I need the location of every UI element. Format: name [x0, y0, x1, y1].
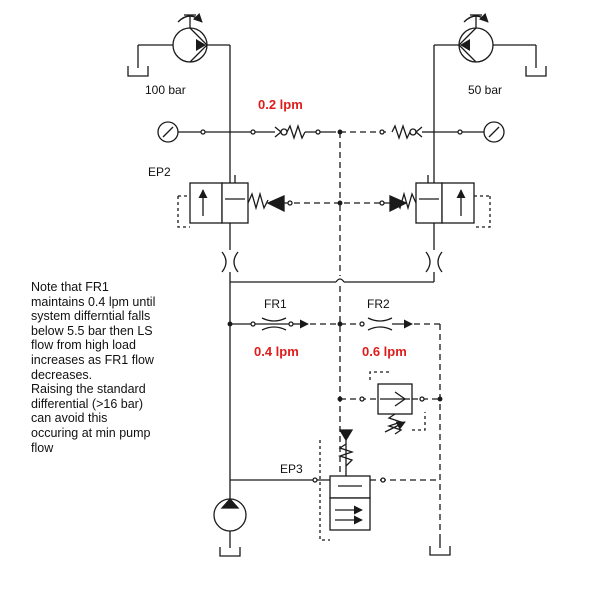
note-line: occuring at min pump: [31, 425, 151, 440]
tank-icon: [219, 547, 241, 557]
restrictor-label-fr2: FR2: [367, 297, 390, 311]
note-line: system differntial falls: [31, 309, 151, 324]
pressure-label-left: 100 bar: [145, 83, 186, 97]
note-line: increases as FR1 flow: [31, 352, 154, 367]
valve-ep2-right-icon: [389, 175, 491, 228]
note-line: Raising the standard: [31, 382, 146, 397]
restrictor-left-icon: [221, 251, 227, 273]
note-line: maintains 0.4 lpm until: [31, 294, 156, 309]
valve-label-ep3: EP3: [280, 462, 303, 476]
restrictor-label-fr1: FR1: [264, 297, 287, 311]
relief-valve-icon: [369, 371, 413, 435]
restrictor-fr2-icon: [367, 317, 393, 322]
note-line: can avoid this: [31, 411, 108, 426]
flow-label-fr1: 0.4 lpm: [254, 344, 299, 359]
orifice-flow-label: 0.2 lpm: [258, 97, 303, 112]
note-line: decreases.: [31, 367, 93, 382]
pressure-gauge-right-icon: [483, 121, 505, 143]
motor-left-icon: [127, 12, 208, 77]
tank-icon: [525, 66, 547, 77]
valve-ep3-icon: [319, 429, 371, 541]
note-line: flow: [31, 440, 54, 455]
note-line: differential (>16 bar): [31, 396, 143, 411]
note-line: flow from high load: [31, 338, 136, 353]
restrictor-fr1-icon: [261, 317, 287, 322]
check-valve-left-icon: [274, 123, 306, 141]
valve-label-ep2: EP2: [148, 165, 171, 179]
pump-icon: [213, 498, 247, 557]
tank-icon: [127, 66, 149, 77]
note-line: Note that FR1: [31, 280, 109, 294]
check-valve-right-icon: [391, 123, 423, 141]
tank-icon: [429, 546, 451, 556]
pressure-gauge-left-icon: [157, 121, 179, 143]
note-line: below 5.5 bar then LS: [31, 323, 153, 338]
valve-ep2-left-icon: [177, 175, 285, 228]
restrictor-right-icon: [425, 251, 431, 273]
pressure-label-right: 50 bar: [468, 83, 503, 97]
motor-right-icon: [458, 12, 547, 77]
flow-label-fr2: 0.6 lpm: [362, 344, 407, 359]
